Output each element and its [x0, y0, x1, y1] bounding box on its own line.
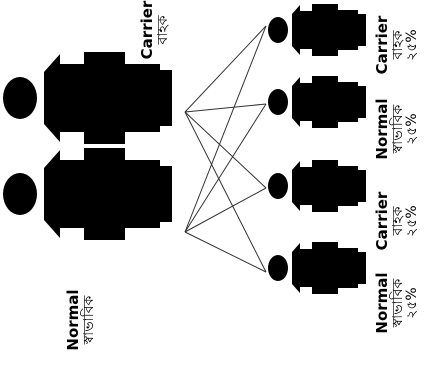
child-figure-1 — [268, 242, 366, 294]
cross-line — [184, 25, 267, 233]
label-english: Carrier — [373, 15, 391, 75]
cross-line — [184, 103, 267, 113]
parent-normal-figure — [3, 148, 172, 240]
person-icon — [3, 148, 172, 240]
label-bengali: স্বাভাবিক — [80, 295, 97, 345]
cross-line — [184, 111, 267, 189]
child-label-3: Normal স্বাভাবিক ২৫% — [373, 87, 437, 171]
label-percent: ২৫% — [404, 205, 421, 237]
child-figure-3 — [268, 76, 366, 128]
cross-line — [184, 103, 267, 233]
label-english: Normal — [64, 289, 82, 351]
child-figure-4 — [268, 4, 366, 56]
label-english: Carrier — [138, 0, 156, 60]
cross-lines — [184, 25, 267, 273]
label-bengali: বাহক — [389, 206, 406, 236]
person-icon — [3, 52, 172, 144]
diagram-canvas — [3, 4, 366, 294]
cross-line — [184, 25, 267, 113]
label-english: Normal — [373, 272, 391, 334]
parent-carrier-label: Carrier বাহক — [138, 0, 180, 70]
label-bengali: স্বাভাবিক — [389, 104, 406, 154]
child-label-4: Carrier বাহক ২৫% — [373, 5, 437, 85]
child-label-1: Normal স্বাভাবিক ২৫% — [373, 261, 437, 345]
person-icon — [268, 160, 366, 212]
label-english: Carrier — [373, 191, 391, 251]
person-icon — [268, 4, 366, 56]
label-percent: ২৫% — [404, 113, 421, 145]
child-label-2: Carrier বাহক ২৫% — [373, 181, 437, 261]
label-bengali: বাহক — [154, 15, 171, 45]
child-figure-2 — [268, 160, 366, 212]
parent-normal-label: Normal স্বাভাবিক — [64, 272, 106, 368]
label-percent: ২৫% — [404, 287, 421, 319]
label-english: Normal — [373, 98, 391, 160]
cross-line — [184, 187, 267, 233]
inheritance-diagram: Normal স্বাভাবিক Carrier বাহক Normal স্ব… — [3, 0, 437, 351]
parent-carrier-figure — [3, 52, 172, 144]
label-bengali: বাহক — [389, 30, 406, 60]
label-percent: ২৫% — [404, 29, 421, 61]
cross-line — [184, 231, 267, 273]
person-icon — [268, 76, 366, 128]
label-bengali: স্বাভাবিক — [389, 278, 406, 328]
cross-line — [184, 111, 267, 273]
person-icon — [268, 242, 366, 294]
